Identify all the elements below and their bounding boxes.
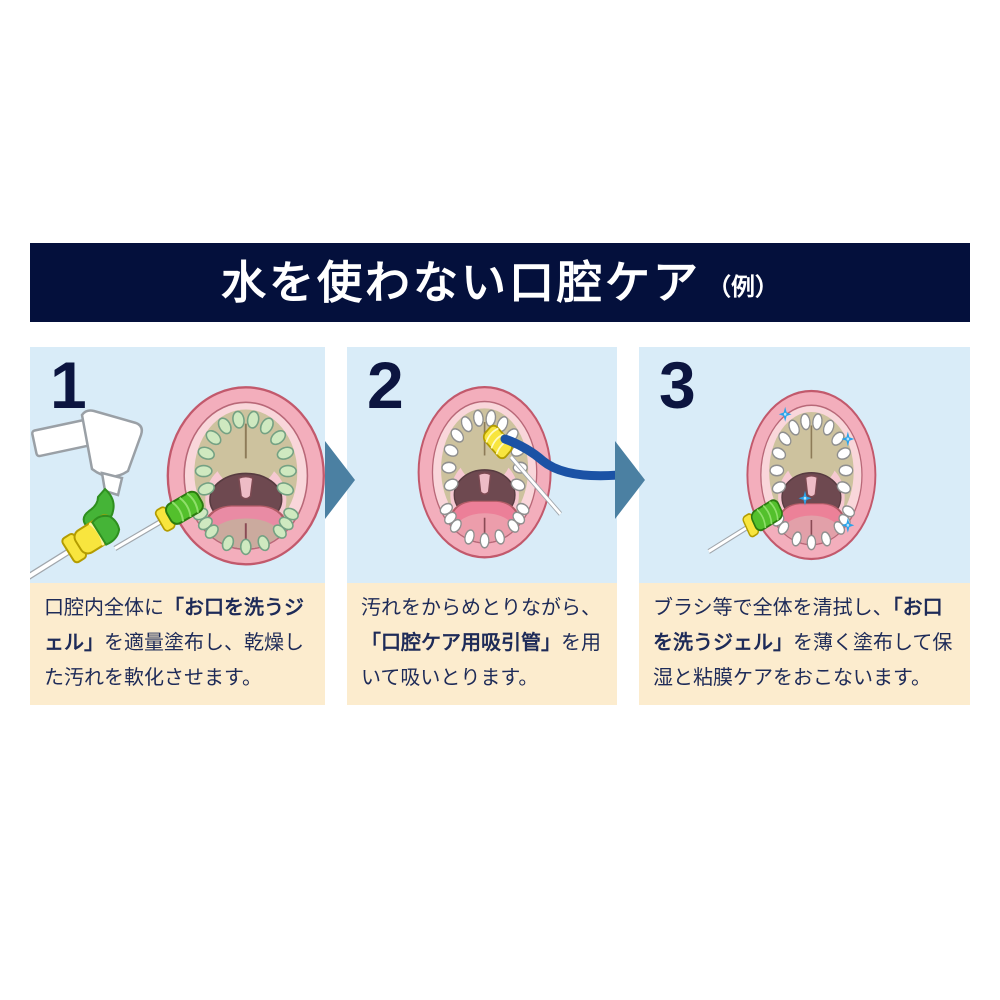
sparkle-icon	[798, 490, 812, 506]
step-3-illustration: 3	[639, 347, 970, 583]
step-panel-2: 2 汚れをからめとりながら、「口腔ケア用吸引管」を用いて吸いとります。	[347, 347, 617, 705]
step-panel-1: 1 口腔内全体に「お口を洗うジェル」を適量塗布し、乾燥した汚れを軟化させます。	[30, 347, 325, 705]
sponge-swab-icon	[113, 490, 204, 551]
suction-tube-icon	[500, 434, 617, 481]
step-number: 2	[367, 348, 404, 422]
header-banner: 水を使わない口腔ケア （例）	[30, 243, 970, 322]
sponge-swab-icon	[707, 499, 783, 554]
step-number: 1	[50, 348, 87, 422]
title-note: （例）	[707, 273, 779, 301]
sparkle-icon	[841, 431, 855, 447]
right-arrow-icon	[325, 441, 355, 519]
sparkle-icon	[778, 406, 792, 422]
step-2-description: 汚れをからめとりながら、「口腔ケア用吸引管」を用いて吸いとります。	[347, 583, 617, 705]
step-panel-3: 3 ブラシ等で全体を清拭し、「お口を洗うジェル」を薄く塗布して保湿と粘膜ケアをお…	[639, 347, 970, 705]
step-1-description: 口腔内全体に「お口を洗うジェル」を適量塗布し、乾燥した汚れを軟化させます。	[30, 583, 325, 705]
mouth-graphic	[707, 389, 877, 561]
page-title: 水を使わない口腔ケア	[220, 257, 701, 308]
sparkle-icon	[841, 517, 855, 533]
step-2-illustration: 2	[347, 347, 617, 583]
mouth-graphic	[113, 386, 325, 566]
step-3-description: ブラシ等で全体を清拭し、「お口を洗うジェル」を薄く塗布して保湿と粘膜ケアをおこな…	[639, 583, 970, 705]
step-1-illustration: 1	[30, 347, 325, 583]
right-arrow-icon	[615, 441, 645, 519]
gel-tube-icon	[30, 409, 144, 583]
step-number: 3	[659, 348, 696, 422]
mouth-graphic	[417, 385, 562, 559]
suction-swab-icon	[482, 424, 562, 516]
